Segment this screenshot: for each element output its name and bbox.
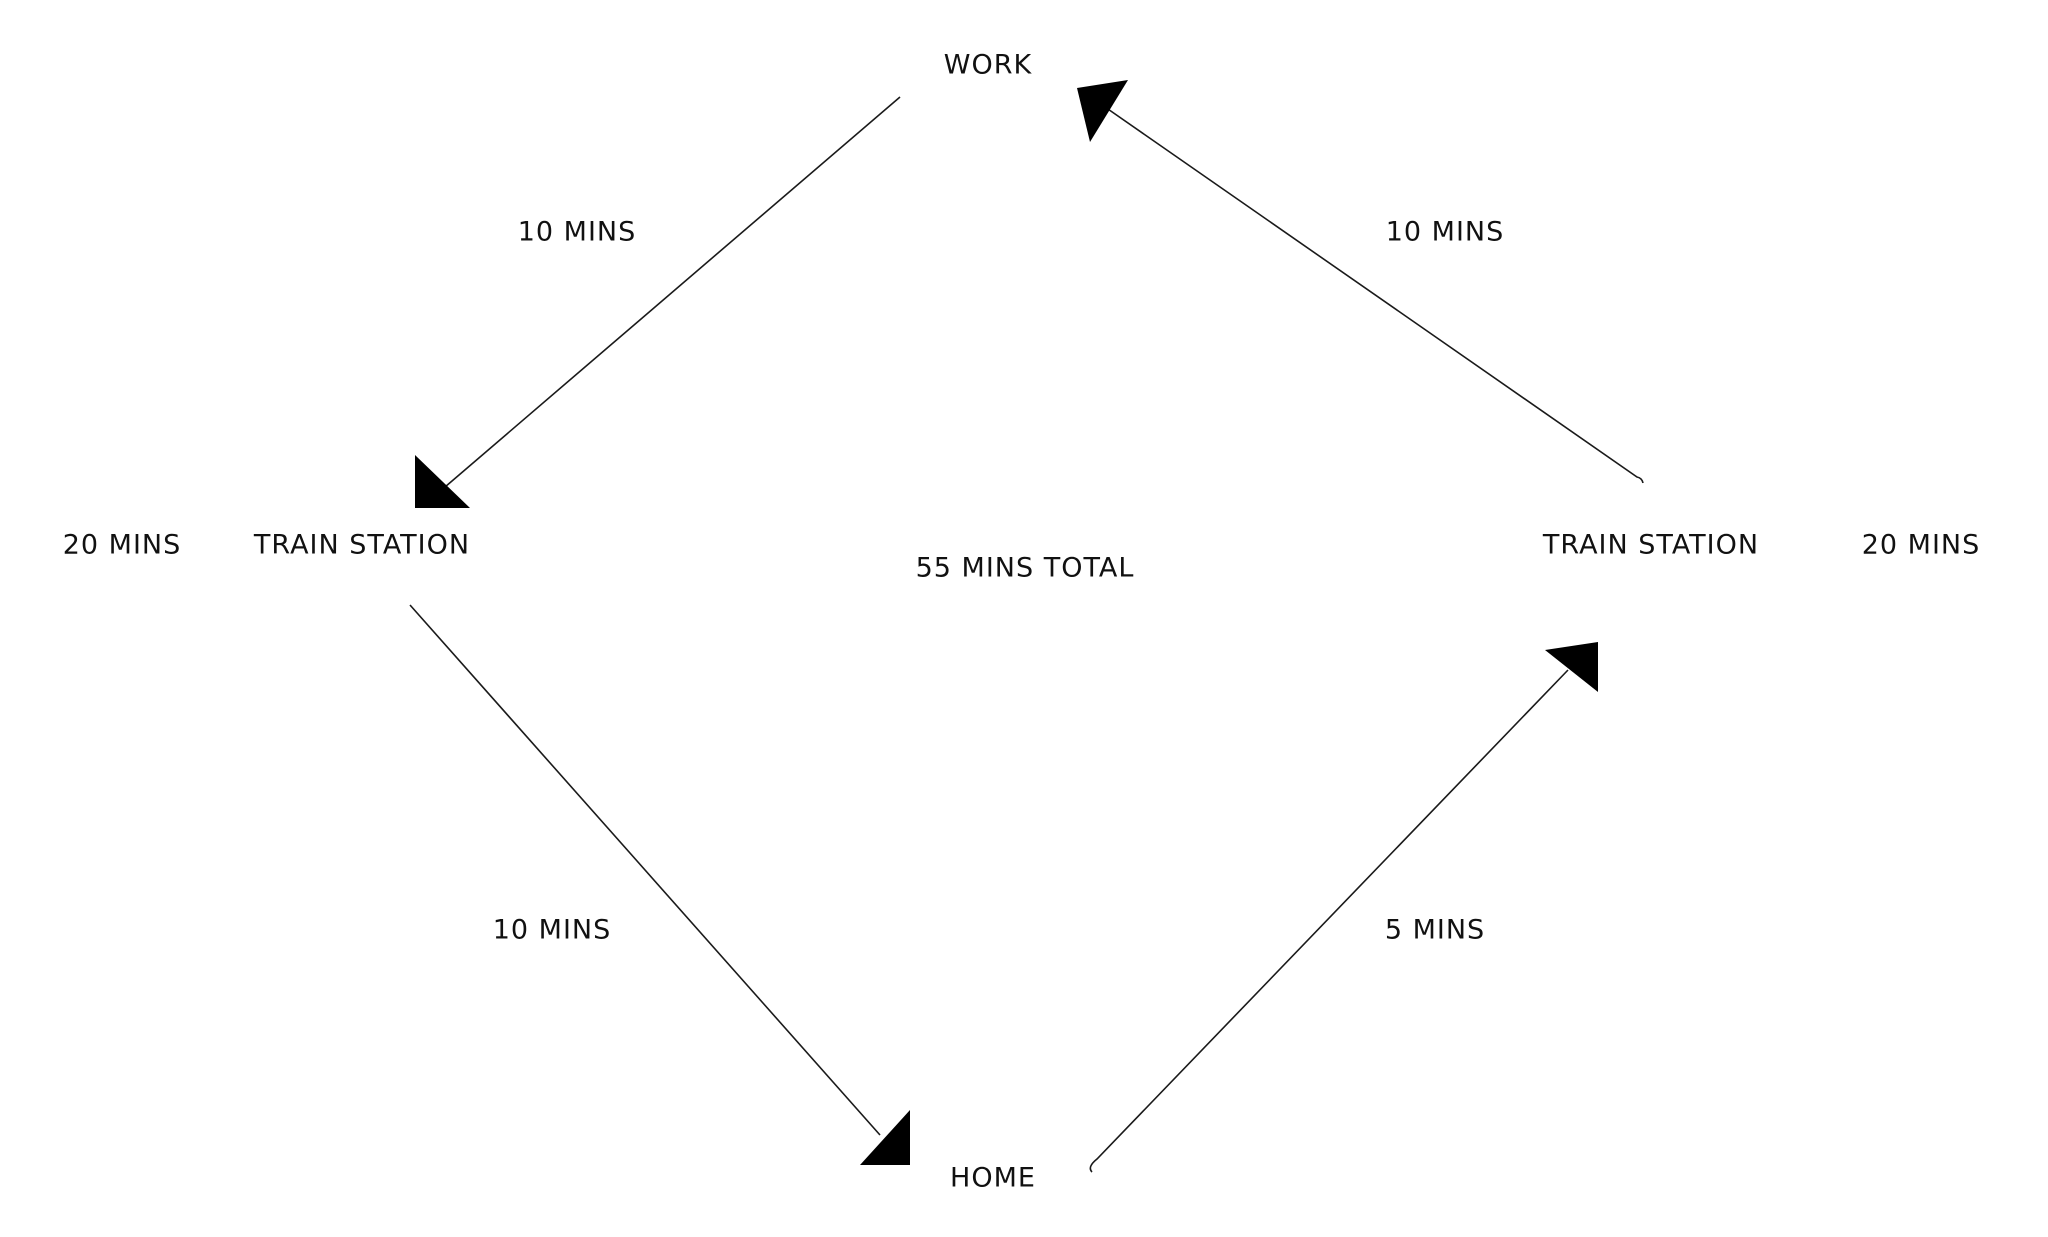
wait-label-left-station: 20 MINS: [62, 529, 182, 561]
total-time-label: 55 MINS TOTAL: [915, 552, 1135, 584]
node-train-station-left: TRAIN STATION: [253, 529, 471, 561]
edge-label-right-station-to-work: 10 MINS: [1385, 216, 1505, 248]
node-home: HOME: [950, 1162, 1036, 1194]
wait-label-right-station: 20 MINS: [1861, 529, 1981, 561]
edge-left-station-to-home: [409, 604, 881, 1136]
edge-label-work-to-left-station: 10 MINS: [517, 216, 637, 248]
arrowhead-home: [860, 1110, 910, 1165]
edge-work-to-left-station: [444, 96, 901, 488]
node-work: WORK: [943, 49, 1033, 81]
edge-home-to-right-station: [1089, 669, 1569, 1173]
edge-right-station-to-work: [1104, 106, 1644, 484]
node-train-station-right: TRAIN STATION: [1542, 529, 1760, 561]
arrowhead-left-station: [415, 455, 470, 508]
arrowhead-right-station: [1545, 642, 1598, 692]
edge-label-home-to-right-station: 5 MINS: [1384, 914, 1486, 946]
arrowhead-work: [1077, 80, 1128, 142]
edge-label-left-station-to-home: 10 MINS: [492, 914, 612, 946]
